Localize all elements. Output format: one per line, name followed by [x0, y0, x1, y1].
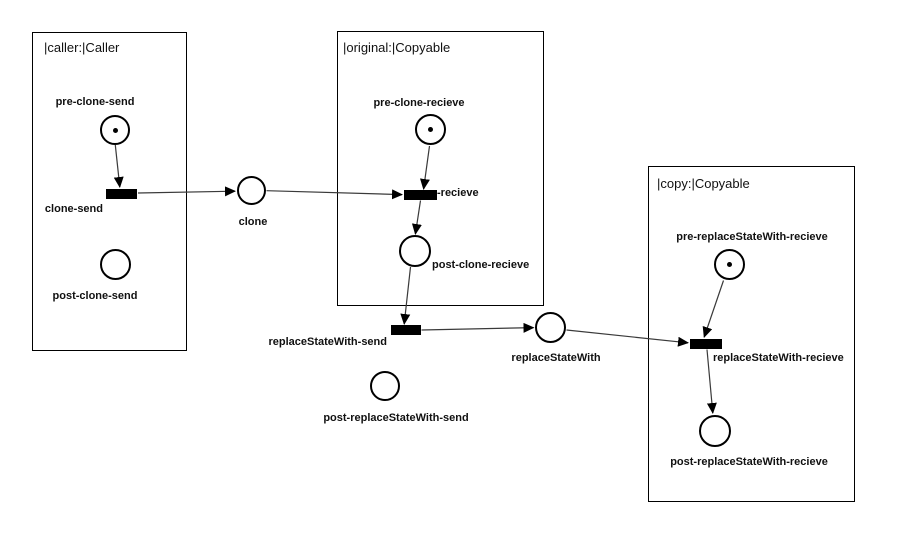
label-post-clone-recieve: post-clone-recieve [432, 259, 530, 271]
frame-caller-title: |caller:|Caller [44, 40, 120, 55]
label-clone-send: clone-send [44, 203, 103, 215]
transition-replacestatewith-send[interactable] [391, 325, 421, 335]
frame-copy-title: |copy:|Copyable [657, 176, 750, 191]
label-replacestatewith-recieve: replaceStateWith-recieve [713, 352, 844, 364]
frame-original-title: |original:|Copyable [343, 40, 451, 55]
place-post-replacestatewith-recieve[interactable] [699, 415, 731, 447]
label-replacestatewith: replaceStateWith [511, 352, 601, 364]
frame-original[interactable] [337, 31, 544, 306]
place-post-clone-send[interactable] [100, 249, 131, 280]
place-pre-replacestatewith-recieve[interactable] [714, 249, 745, 280]
place-clone[interactable] [237, 176, 266, 205]
place-post-replacestatewith-send[interactable] [370, 371, 400, 401]
label-clone-recieve: -recieve [437, 187, 479, 199]
place-pre-clone-send[interactable] [100, 115, 130, 145]
place-pre-clone-recieve[interactable] [415, 114, 446, 145]
transition-clone-recieve[interactable] [404, 190, 437, 200]
token [112, 127, 118, 133]
label-pre-clone-send: pre-clone-send [55, 96, 135, 108]
label-post-replacestatewith-send: post-replaceStateWith-send [323, 412, 469, 424]
label-pre-clone-recieve: pre-clone-recieve [373, 97, 465, 109]
token [727, 262, 732, 267]
token [428, 127, 433, 132]
label-clone: clone [238, 216, 268, 228]
label-post-clone-send: post-clone-send [52, 290, 138, 302]
place-post-clone-recieve[interactable] [399, 235, 431, 267]
place-replacestatewith[interactable] [535, 312, 566, 343]
transition-clone-send[interactable] [106, 189, 137, 199]
arc-replace-send-to-replacestatewith [421, 322, 535, 333]
frame-copy[interactable] [648, 166, 855, 502]
transition-replacestatewith-recieve[interactable] [690, 339, 722, 349]
label-pre-replacestatewith-recieve: pre-replaceStateWith-recieve [676, 231, 828, 243]
label-replacestatewith-send: replaceStateWith-send [268, 336, 388, 348]
label-post-replacestatewith-recieve: post-replaceStateWith-recieve [670, 456, 828, 468]
